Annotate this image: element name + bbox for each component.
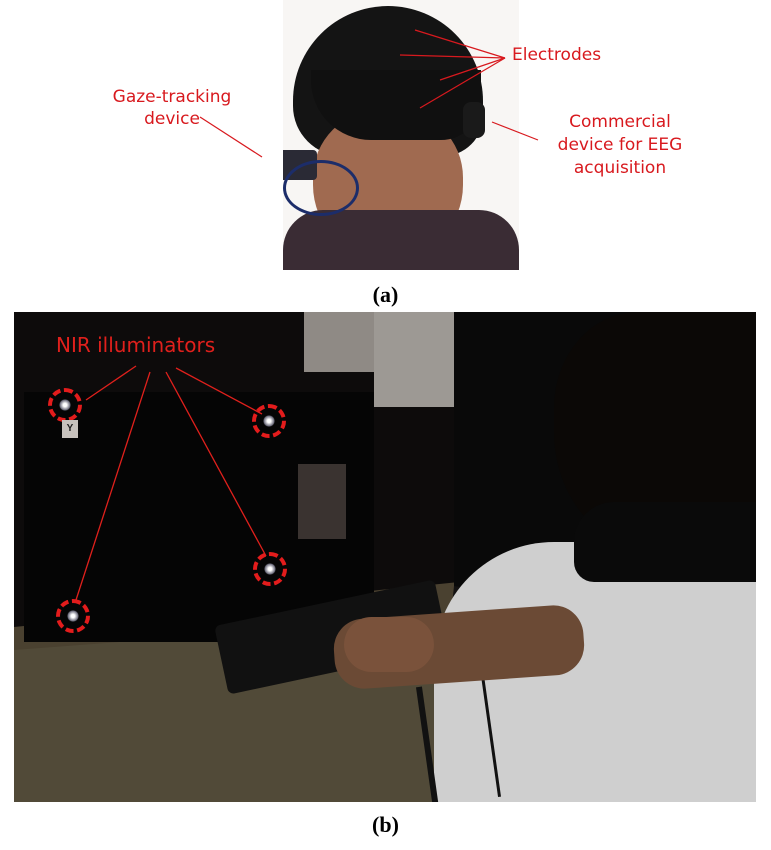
label-gaze-tracking-line1: Gaze-tracking xyxy=(112,87,232,107)
label-nir-illuminators: NIR illuminators xyxy=(56,333,216,357)
eeg-device xyxy=(463,102,485,138)
hair-fringe xyxy=(311,70,481,140)
led-cluster xyxy=(67,610,79,622)
shelf-box xyxy=(374,312,464,407)
panel-b-setup-photo: NIR illuminators Y xyxy=(14,312,756,802)
subject-wearing-headset-photo xyxy=(283,0,519,270)
shirt-collar xyxy=(574,502,756,582)
shirt xyxy=(283,210,519,270)
nir-illuminator-bottom-right xyxy=(253,552,287,586)
panel-b-arrows xyxy=(75,365,267,601)
clasped-hands xyxy=(344,617,434,672)
label-gaze-tracking-line2: device xyxy=(144,109,200,129)
panel-a-arrows xyxy=(199,29,539,158)
label-eeg-line3: acquisition xyxy=(573,158,667,178)
nir-illuminator-top-right xyxy=(252,404,286,438)
target-paper xyxy=(298,464,346,539)
label-eeg-line2: device for EEG xyxy=(557,135,683,155)
led-cluster xyxy=(263,415,275,427)
label-eeg-line1: Commercial xyxy=(569,112,671,132)
led-cluster xyxy=(264,563,276,575)
label-tag: Y xyxy=(62,420,78,438)
nir-illuminator-bottom-left xyxy=(56,599,90,633)
led-cluster xyxy=(59,399,71,411)
cable xyxy=(283,160,359,216)
panel-a-headset-photo: Electrodes Gaze-tracking device Commerci… xyxy=(0,0,771,270)
caption-a: (a) xyxy=(372,282,399,307)
label-electrodes: Electrodes xyxy=(512,45,602,65)
caption-b: (b) xyxy=(372,812,399,837)
